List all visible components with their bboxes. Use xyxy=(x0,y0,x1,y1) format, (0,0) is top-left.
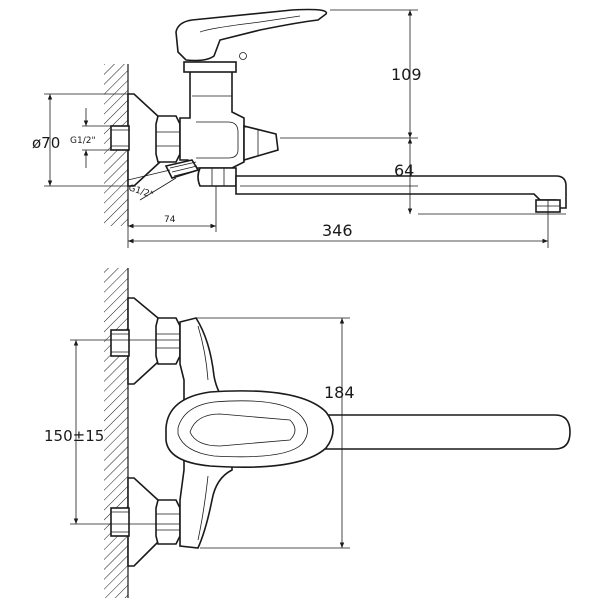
label-thread-top: G1/2" xyxy=(70,136,96,146)
lever-handle-front xyxy=(165,390,334,468)
label-109: 109 xyxy=(391,65,422,84)
cartridge-housing xyxy=(183,61,237,73)
hex-nut-top xyxy=(155,115,181,163)
side-view: 109 64 ø70 G1/2" G1/2" xyxy=(32,8,567,248)
lever-handle-side xyxy=(175,8,328,62)
label-64: 64 xyxy=(394,161,414,180)
label-184: 184 xyxy=(324,383,355,402)
label-346: 346 xyxy=(322,221,353,240)
wall-hatch-bottom xyxy=(104,268,128,598)
label-74: 74 xyxy=(164,215,176,225)
spout-side xyxy=(235,175,567,209)
dimension-thread-top: G1/2" xyxy=(70,108,112,168)
upper-connection xyxy=(110,297,181,385)
diverter-knob xyxy=(243,124,279,162)
mixer-body xyxy=(179,69,245,169)
label-thread-angled: G1/2" xyxy=(127,183,154,200)
dimension-109: 109 xyxy=(280,9,422,139)
lever-screw xyxy=(239,52,247,60)
label-150: 150±15 xyxy=(44,427,104,445)
inlet-pipe-top xyxy=(110,125,130,151)
dimension-64: 64 xyxy=(240,138,566,215)
dimension-diameter-70: ø70 xyxy=(32,93,134,187)
dimension-184: 184 xyxy=(196,317,355,549)
spout-front xyxy=(319,414,571,450)
dimension-150: 150±15 xyxy=(44,339,180,525)
dimension-74: 74 xyxy=(128,186,217,232)
shower-outlet xyxy=(164,159,200,179)
dimension-346: 346 xyxy=(127,200,549,248)
lower-connection xyxy=(110,477,181,567)
spout-collar xyxy=(197,167,237,187)
front-view: 184 150±15 xyxy=(44,268,571,598)
label-diameter-70: ø70 xyxy=(32,134,60,152)
